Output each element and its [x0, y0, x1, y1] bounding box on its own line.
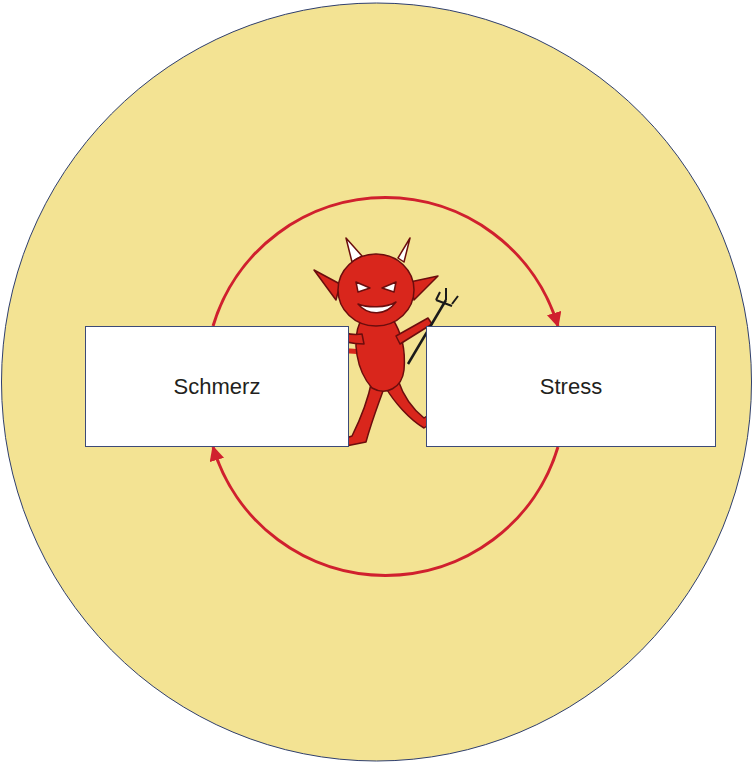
yellow-circle [2, 3, 752, 761]
box-label: Schmerz [164, 374, 271, 400]
cycle-arrow [213, 447, 558, 575]
process-box: Schmerz [85, 326, 349, 447]
cycle-arrow [213, 198, 558, 326]
box-label: Stress [530, 374, 612, 400]
process-box: Stress [426, 326, 716, 447]
